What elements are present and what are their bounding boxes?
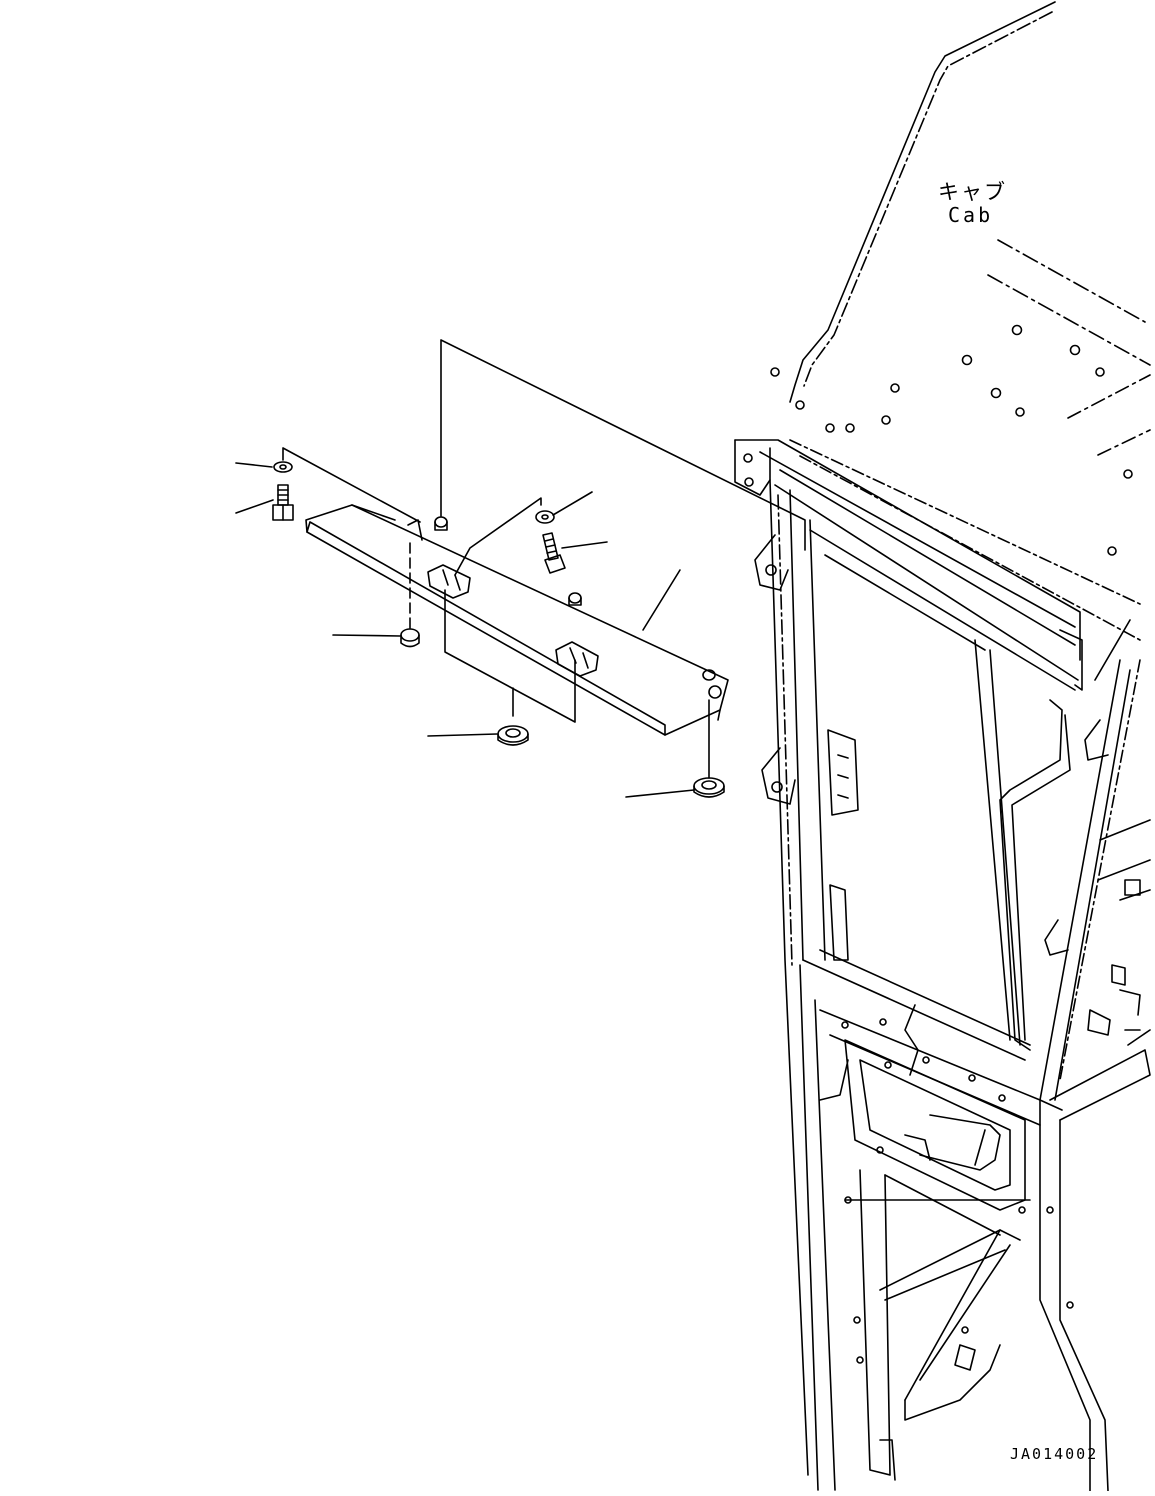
cab-roof-rear-dashes-1 [998, 240, 1145, 322]
header-beam-dashed [790, 440, 1140, 604]
ref-line-top [441, 340, 805, 550]
door-opening-bottom-2 [820, 950, 1030, 1045]
cab-roof-rear-dashes-4 [1098, 430, 1150, 455]
pillar-hinge-bottom [762, 748, 795, 804]
front-pillar-inner [790, 490, 803, 960]
leader-7 [562, 542, 607, 548]
door-opening-top-2 [825, 555, 985, 650]
rear-pillar [1040, 660, 1120, 1100]
lower-frame-left-inner [815, 1000, 835, 1490]
ref-line-washers-bracket [445, 590, 575, 722]
lower-step [905, 1345, 1000, 1420]
leader-5 [626, 790, 694, 797]
bolt-left [273, 462, 293, 520]
rear-knob [1112, 965, 1125, 985]
header-right-bracket [1060, 630, 1082, 690]
lower-brace-4 [905, 1230, 1000, 1400]
header-left-bracket [735, 440, 770, 495]
lower-frame-right-post [1040, 1100, 1090, 1491]
lower-brace-1 [860, 1170, 890, 1475]
door-opening-top [810, 530, 1075, 690]
header-beam-top [735, 440, 1080, 660]
cab-label-english: Cab [948, 203, 994, 227]
door-opening-bottom [803, 960, 1025, 1060]
frame-bolts [842, 1019, 1073, 1363]
front-pillar-outer [770, 480, 808, 1475]
header-beam-dashed-2 [800, 456, 1140, 640]
cab-frame [735, 2, 1150, 1491]
bolt-right [536, 511, 565, 573]
leader-3 [333, 635, 400, 636]
handle-bracket-lower [1045, 920, 1068, 955]
grab-handle [1000, 700, 1062, 1050]
front-pillar-dashed [778, 495, 792, 965]
lower-brace-2 [885, 1175, 1000, 1235]
door-opening-right [975, 640, 1010, 1040]
lower-frame-left-outer [800, 965, 818, 1490]
lower-brace-3 [880, 1230, 1020, 1290]
roof-bosses [771, 326, 1132, 556]
clip-1 [428, 565, 470, 598]
break-line [905, 1005, 918, 1075]
lower-window-outer [845, 1040, 1025, 1210]
cab-label-japanese: キャブ [938, 180, 1007, 204]
leader-2 [236, 500, 273, 513]
leader-4 [428, 734, 497, 736]
cab-roof-rear-dashes-3 [1068, 375, 1150, 418]
handle-bracket-upper [1085, 720, 1108, 760]
header-beam-mid [760, 452, 1075, 627]
cab-roof-rear-dashes-2 [988, 275, 1150, 365]
washer-3 [694, 778, 724, 797]
leader-6 [553, 492, 592, 515]
leader-1 [236, 463, 272, 467]
ref-line-bolt-left [283, 448, 420, 522]
plate-slot [408, 520, 422, 540]
washer-2 [498, 726, 528, 745]
ref-line-bolt-right [455, 498, 541, 575]
pillar-latch [828, 730, 858, 815]
door-opening-right-2 [990, 650, 1020, 1045]
washer-1 [401, 629, 419, 647]
header-beam-lower [780, 470, 1075, 645]
leader-8 [643, 570, 680, 630]
header-beam-bottom [775, 485, 1078, 680]
lower-window-inner [860, 1060, 1010, 1190]
cab-roof-edge-dashed [804, 12, 1052, 386]
cover-plate-assembly [236, 340, 805, 797]
rear-pillar-edge [1095, 620, 1130, 680]
cover-plate [306, 505, 728, 735]
lower-cylinder [920, 1115, 1000, 1170]
front-pillar-inner-2 [810, 520, 825, 960]
cover-plate-flange [307, 522, 665, 735]
drawing-code: JA014002 [1010, 1445, 1099, 1463]
cab-roof-front-edge [790, 2, 1055, 402]
clip-2 [556, 642, 598, 676]
pillar-hinge-top [755, 535, 788, 590]
